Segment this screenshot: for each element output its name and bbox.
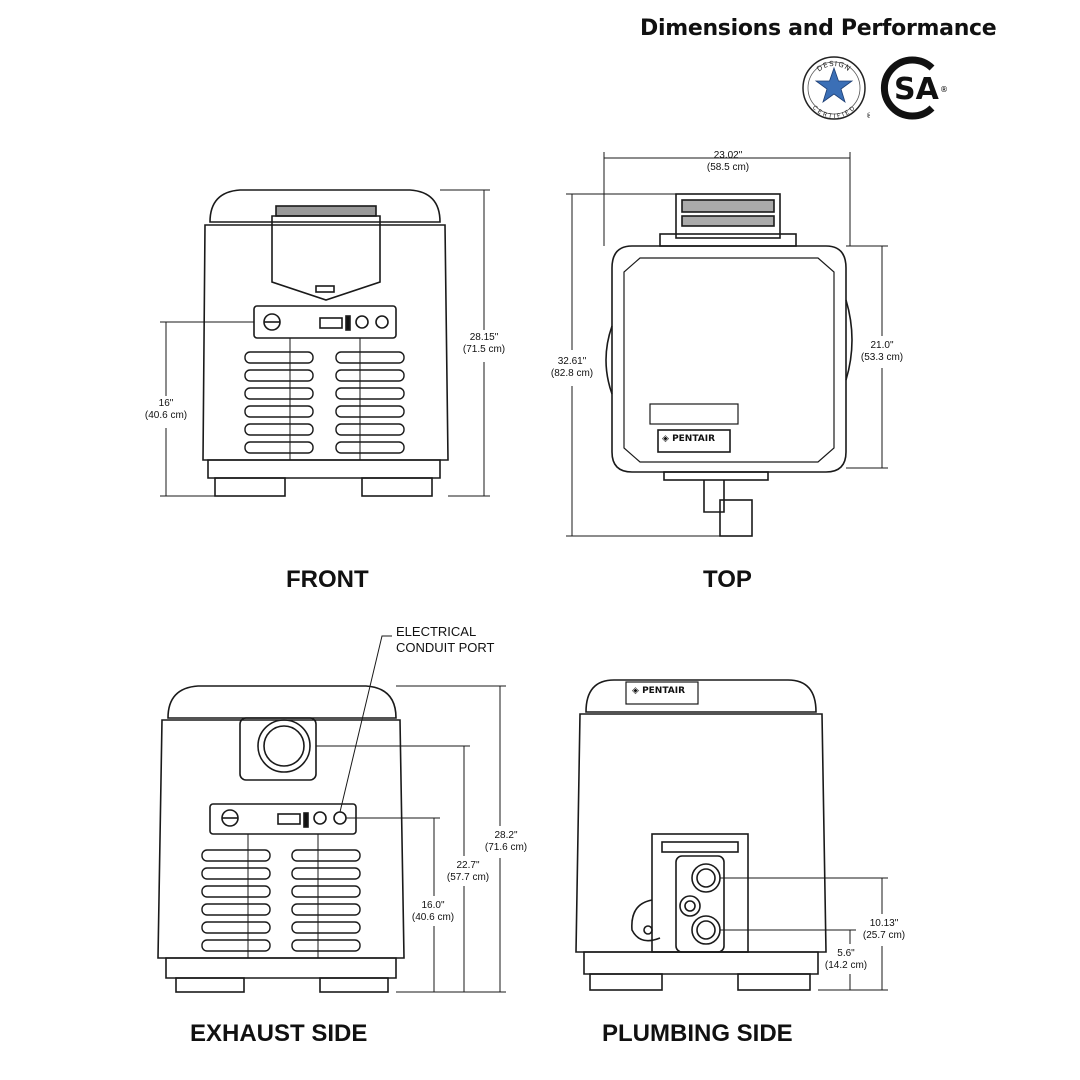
dim-value: 16.0" [421, 900, 445, 911]
top-width-dimension: 23.02" (58.5 cm) [700, 150, 756, 174]
callout-line: CONDUIT PORT [396, 640, 495, 655]
dim-value-cm: (57.7 cm) [446, 872, 490, 883]
svg-text:®: ® [940, 85, 948, 94]
electrical-conduit-port-callout: ELECTRICAL CONDUIT PORT [396, 624, 494, 656]
pentair-logo-icon: ◈ [662, 434, 673, 444]
csa-text: SA [894, 72, 940, 107]
dim-value: 16" [158, 398, 174, 409]
dim-value-cm: (14.2 cm) [824, 960, 868, 971]
dim-value: 22.7" [456, 860, 480, 871]
exhaust-height-dimension: 28.2" (71.6 cm) [478, 830, 534, 854]
dim-value: 5.6" [837, 948, 855, 959]
csa-logo-icon: SA ® [880, 56, 948, 120]
top-view-label: TOP [703, 566, 752, 593]
front-view-drawing [160, 189, 490, 497]
exhaust-side-view-drawing [157, 635, 506, 993]
dim-value-cm: (25.7 cm) [862, 930, 906, 941]
top-inner-dimension: 21.0" (53.3 cm) [854, 340, 910, 364]
brand-name: PENTAIR [672, 434, 716, 444]
dim-value: 21.0" [870, 340, 894, 351]
dim-value: 23.02" [713, 150, 743, 161]
exhaust-port-dimension: 22.7" (57.7 cm) [440, 860, 496, 884]
exhaust-conduit-dimension: 16.0" (40.6 cm) [405, 900, 461, 924]
design-certified-logo: DESIGN CERTIFIED ® [800, 54, 873, 127]
dim-value-cm: (58.5 cm) [706, 162, 750, 173]
dim-value-cm: (71.6 cm) [484, 842, 528, 853]
svg-text:®: ® [866, 112, 870, 120]
plumbing-side-view-drawing [575, 679, 888, 991]
plumbing-view-brand-badge: ◈ PENTAIR [632, 686, 685, 696]
dim-value: 10.13" [869, 918, 899, 929]
exhaust-side-view-label: EXHAUST SIDE [190, 1020, 368, 1047]
dim-value: 28.2" [494, 830, 518, 841]
dim-value: 28.15" [469, 332, 499, 343]
plumbing-side-view-label: PLUMBING SIDE [602, 1020, 793, 1047]
star-seal-icon: DESIGN CERTIFIED ® [802, 56, 873, 120]
top-depth-dimension: 32.61" (82.8 cm) [544, 356, 600, 380]
dim-value-cm: (82.8 cm) [550, 368, 594, 379]
top-view-drawing [566, 152, 888, 537]
brand-name: PENTAIR [642, 686, 686, 696]
front-inlet-dimension: 16" (40.6 cm) [138, 398, 194, 422]
csa-logo: SA ® [880, 56, 950, 125]
page-title: Dimensions and Performance [640, 16, 997, 41]
plumbing-upper-dimension: 10.13" (25.7 cm) [856, 918, 912, 942]
callout-line: ELECTRICAL [396, 624, 477, 639]
pentair-logo-icon: ◈ [632, 686, 643, 696]
front-view-label: FRONT [286, 566, 369, 593]
plumbing-lower-dimension: 5.6" (14.2 cm) [818, 948, 874, 972]
dim-value: 32.61" [557, 356, 587, 367]
dim-value-cm: (40.6 cm) [144, 410, 188, 421]
dim-value-cm: (40.6 cm) [411, 912, 455, 923]
dim-value-cm: (53.3 cm) [860, 352, 904, 363]
front-height-dimension: 28.15" (71.5 cm) [456, 332, 512, 356]
top-view-brand-badge: ◈ PENTAIR [662, 434, 715, 444]
dim-value-cm: (71.5 cm) [462, 344, 506, 355]
